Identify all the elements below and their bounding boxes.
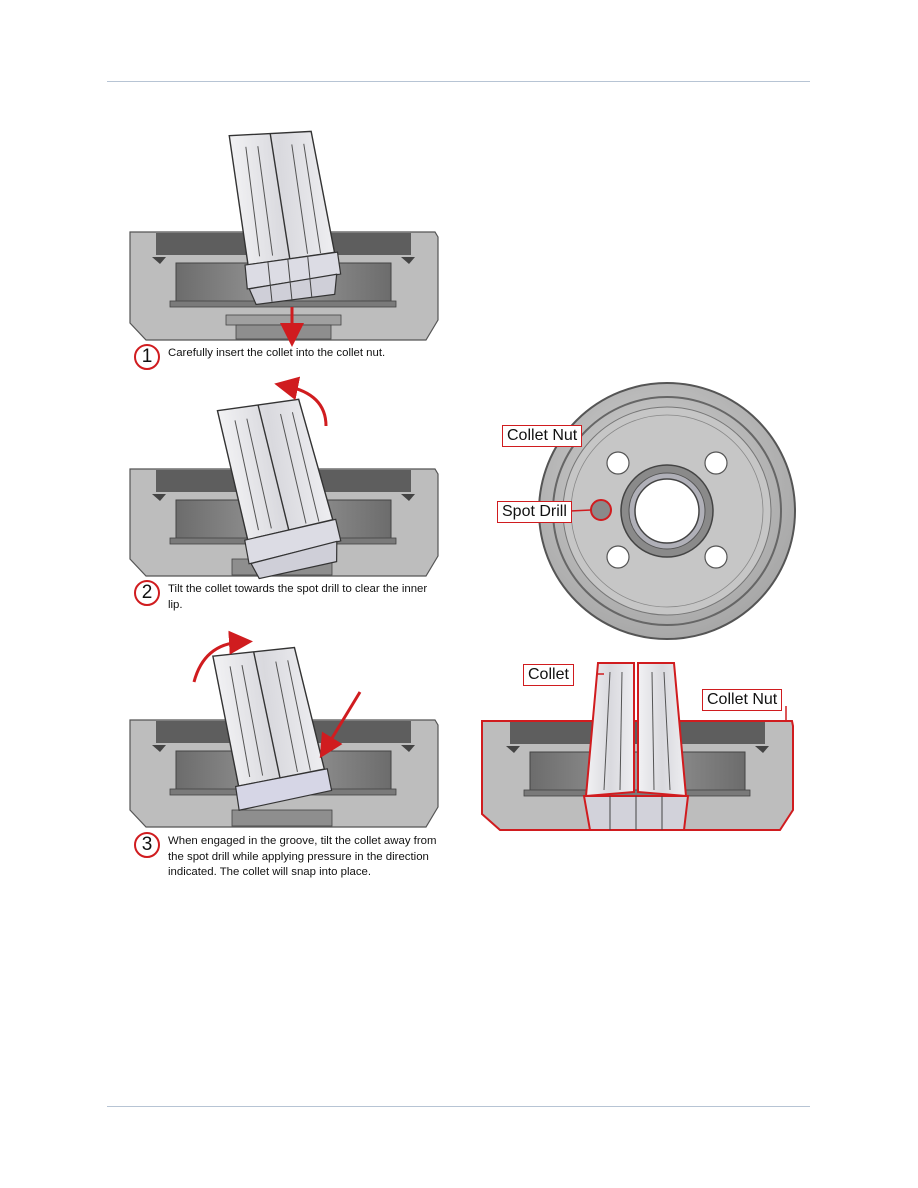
step-number-badge: 1: [134, 344, 160, 370]
assembled-cross-section: [481, 662, 794, 831]
step-2: 2 Tilt the collet towards the spot drill…: [134, 580, 438, 613]
callout-collet: Collet: [523, 664, 574, 686]
header-rule: [107, 81, 810, 82]
step-number-badge: 2: [134, 580, 160, 606]
step-1: 1 Carefully insert the collet into the c…: [134, 344, 428, 370]
step-3: 3 When engaged in the groove, tilt the c…: [134, 832, 453, 881]
callout-spot-drill: Spot Drill: [497, 501, 572, 523]
step-instruction: Carefully insert the collet into the col…: [168, 347, 386, 359]
collet-nut-top-view: [538, 382, 796, 640]
step-instruction: When engaged in the groove, tilt the col…: [168, 835, 437, 878]
step-instruction: Tilt the collet towards the spot drill t…: [168, 583, 428, 611]
callout-collet-nut-bottom: Collet Nut: [702, 689, 783, 711]
callout-collet-nut-top: Collet Nut: [502, 425, 583, 447]
footer-rule: [107, 1106, 810, 1107]
step-number-badge: 3: [134, 832, 160, 858]
figure-step-1: [129, 130, 439, 347]
figure-step-2: [129, 376, 439, 580]
figure-step-3: [129, 630, 439, 828]
